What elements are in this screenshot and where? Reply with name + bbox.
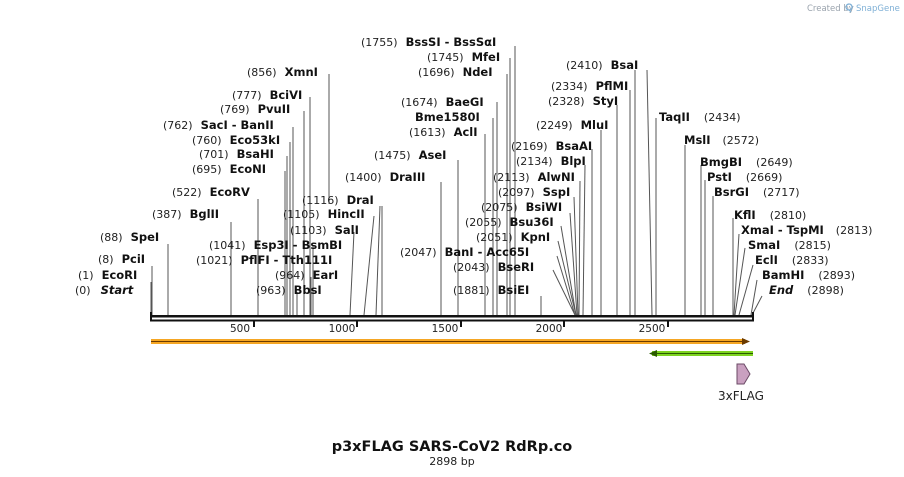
site-label-ndei: (1696)NdeI bbox=[418, 65, 493, 79]
site-label-xmai-tspmi: XmaI - TspMI(2813) bbox=[741, 223, 872, 237]
site-label-sspi: (2097)SspI bbox=[498, 185, 570, 199]
arrow-left-icon bbox=[649, 350, 657, 357]
site-labels-right: TaqII(2434) MslI(2572) BmgBI(2649) PstI(… bbox=[659, 110, 872, 297]
site-label-hincii: (1105)HincII bbox=[283, 207, 365, 221]
site-label-bsssi-bsssai: (1755)BssSI - BssSαI bbox=[361, 35, 496, 49]
site-label-kfli: KflI(2810) bbox=[734, 208, 806, 222]
site-label-spei: (88)SpeI bbox=[100, 230, 159, 244]
site-label-styi: (2328)StyI bbox=[548, 94, 618, 108]
site-label-start: (0)Start bbox=[75, 283, 134, 297]
sequence-backbone bbox=[150, 312, 754, 322]
site-label-pcii: (8)PciI bbox=[98, 252, 145, 266]
site-label-ecorv: (522)EcoRV bbox=[172, 185, 250, 199]
credit-brand: SnapGene bbox=[856, 4, 900, 14]
site-label-bcivi: (777)BciVI bbox=[232, 88, 302, 102]
site-label-bmgbi: BmgBI(2649) bbox=[700, 155, 793, 169]
arrow-right-icon bbox=[742, 338, 750, 345]
tick-label: 500 bbox=[230, 323, 250, 335]
scale-ticks: 500 1000 1500 2000 2500 bbox=[230, 321, 669, 335]
site-label-mfei: (1745)MfeI bbox=[427, 50, 500, 64]
feature-3xflag: 3xFLAG bbox=[718, 363, 764, 403]
site-label-baegi: (1674)BaeGI bbox=[401, 95, 484, 109]
site-label-bsrgi: BsrGI(2717) bbox=[714, 185, 800, 199]
site-label-msli: MslI(2572) bbox=[684, 133, 759, 147]
site-label-bamhi: BamHI(2893) bbox=[762, 268, 855, 282]
site-label-bani-acc65i: (2047)BanI - Acc65I bbox=[400, 245, 529, 259]
site-label-esp3i-bsmbi: (1041)Esp3I - BsmBI bbox=[209, 238, 342, 252]
site-label-asei: (1475)AseI bbox=[374, 148, 446, 162]
site-label-sali: (1103)SalI bbox=[290, 223, 359, 237]
site-label-drai: (1116)DraI bbox=[302, 193, 374, 207]
site-label-saci-banii: (762)SacI - BanII bbox=[163, 118, 274, 132]
site-label-eco53ki: (760)Eco53kI bbox=[192, 133, 280, 147]
snapgene-logo-icon bbox=[845, 3, 853, 13]
site-label-alwni: (2113)AlwNI bbox=[493, 170, 575, 184]
site-label-bsiwi: (2075)BsiWI bbox=[481, 200, 562, 214]
tick-label: 1000 bbox=[329, 323, 356, 335]
site-label-pflmi: (2334)PflMI bbox=[551, 79, 628, 93]
site-label-bsaai: (2169)BsaAI bbox=[511, 139, 592, 153]
credit-prefix: Created by bbox=[807, 4, 854, 14]
leader-lines bbox=[150, 46, 763, 316]
site-label-psti: PstI(2669) bbox=[707, 170, 782, 184]
site-label-bseri: (2043)BseRI bbox=[453, 260, 534, 274]
site-label-kpni: (2051)KpnI bbox=[476, 230, 550, 244]
site-label-xmni: (856)XmnI bbox=[247, 65, 318, 79]
site-label-ecli: EclI(2833) bbox=[755, 253, 828, 267]
map-title: p3xFLAG SARS-CoV2 RdRp.co bbox=[332, 439, 573, 455]
site-label-bbsi: (963)BbsI bbox=[256, 283, 322, 297]
site-label-smai: SmaI(2815) bbox=[748, 238, 831, 252]
site-label-pvuii: (769)PvuII bbox=[220, 102, 290, 116]
site-label-mlui: (2249)MluI bbox=[536, 118, 608, 132]
feature-label-3xflag: 3xFLAG bbox=[718, 389, 764, 403]
site-labels-left: (0)Start (1)EcoRI (8)PciI (88)SpeI (387)… bbox=[75, 35, 638, 297]
tick-label: 2000 bbox=[536, 323, 563, 335]
site-label-draiii: (1400)DraIII bbox=[345, 170, 425, 184]
site-label-acli: (1613)AclI bbox=[409, 125, 478, 139]
site-label-bsahi: (701)BsaHI bbox=[199, 147, 274, 161]
tick-label: 2500 bbox=[639, 323, 666, 335]
site-label-bglii: (387)BglII bbox=[152, 207, 219, 221]
tick-label: 1500 bbox=[432, 323, 459, 335]
site-label-pflfi-tth111i: (1021)PflFI - Tth111I bbox=[196, 253, 332, 267]
site-label-ecori: (1)EcoRI bbox=[78, 268, 137, 282]
site-label-eari: (964)EarI bbox=[275, 268, 338, 282]
site-label-bsiei: (1881)BsiEI bbox=[453, 283, 529, 297]
feature-cds-orange bbox=[151, 338, 750, 345]
site-label-blpi: (2134)BlpI bbox=[516, 154, 586, 168]
feature-arrow-icon bbox=[736, 363, 751, 385]
map-subtitle: 2898 bp bbox=[429, 455, 474, 468]
site-label-bme1580i: Bme1580I bbox=[415, 110, 480, 124]
site-label-end: End(2898) bbox=[769, 283, 844, 297]
site-label-econi: (695)EcoNI bbox=[192, 162, 266, 176]
feature-marker-green bbox=[649, 350, 753, 357]
site-label-bsu36i: (2055)Bsu36I bbox=[465, 215, 554, 229]
site-label-bsai: (2410)BsaI bbox=[566, 58, 638, 72]
site-label-taqii: TaqII(2434) bbox=[659, 110, 741, 124]
